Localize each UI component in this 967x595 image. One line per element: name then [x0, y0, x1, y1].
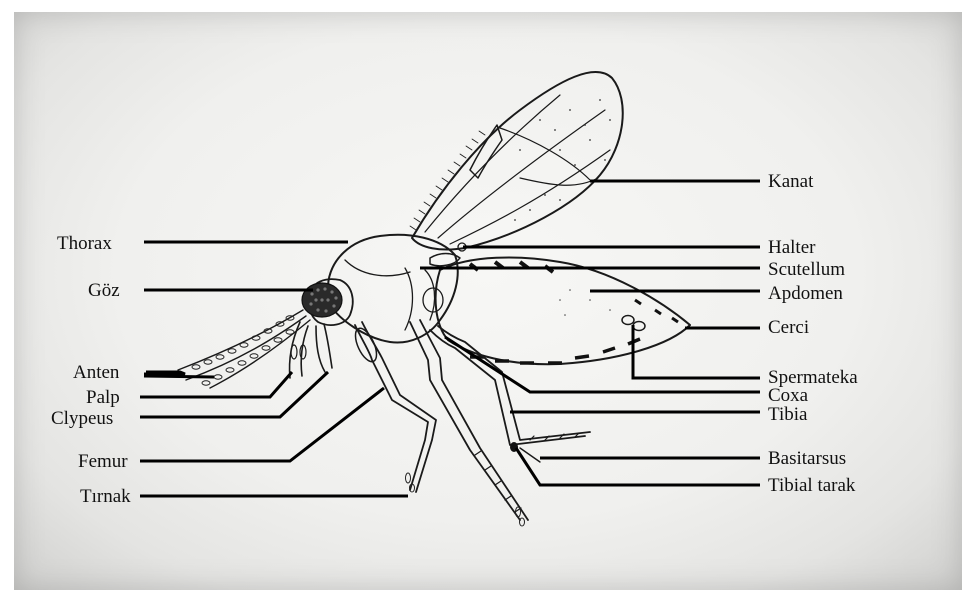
label-thorax: Thorax [57, 233, 112, 254]
label-palp: Palp [86, 387, 120, 408]
label-tibia: Tibia [768, 404, 808, 425]
leader-clypeus [140, 372, 328, 417]
label-tirnak: Tırnak [80, 486, 131, 507]
label-cerci: Cerci [768, 317, 809, 338]
leader-femur [140, 388, 384, 461]
head [302, 279, 353, 325]
labels-right: Kanat Halter Scutellum Apdomen Cerci Spe… [768, 171, 858, 496]
label-tibial-tarak: Tibial tarak [768, 475, 856, 496]
label-femur: Femur [78, 451, 128, 472]
label-scutellum: Scutellum [768, 259, 845, 280]
palps [289, 322, 332, 378]
label-apdomen: Apdomen [768, 283, 843, 304]
label-clypeus: Clypeus [51, 408, 113, 429]
label-anten: Anten [73, 362, 120, 383]
label-basitarsus: Basitarsus [768, 448, 846, 469]
label-kanat: Kanat [768, 171, 814, 192]
label-goz: Göz [88, 280, 120, 301]
labels-left: Thorax Göz Anten Palp Clypeus Femur Tırn… [51, 233, 131, 507]
wing [410, 72, 623, 250]
leader-spermateka [633, 325, 760, 378]
leader-tibial-tarak [516, 448, 760, 485]
label-coxa: Coxa [768, 385, 809, 406]
label-halter: Halter [768, 237, 816, 258]
